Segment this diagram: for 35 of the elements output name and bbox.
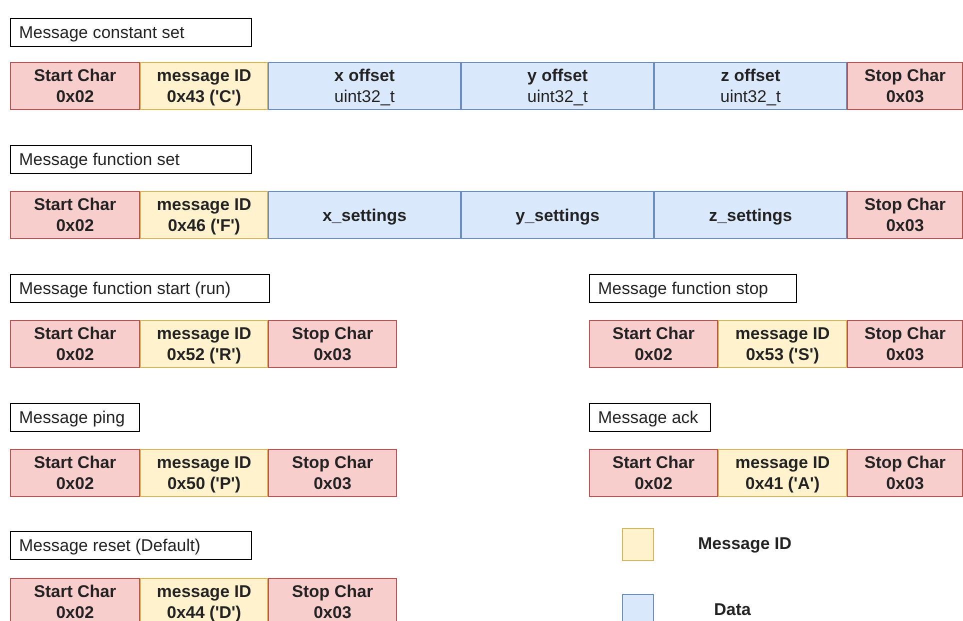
message-title-box: Message reset (Default): [10, 531, 252, 560]
message-title-box: Message function set: [10, 145, 252, 174]
start-char-field: Start Char 0x02: [10, 320, 140, 368]
start-char-field: Start Char 0x02: [10, 191, 140, 239]
message-title-box: Message ack: [589, 403, 711, 432]
message-id-field: message ID 0x52 ('R'): [140, 320, 268, 368]
stop-char-field: Stop Char 0x03: [847, 191, 963, 239]
stop-char-field: Stop Char 0x03: [268, 578, 397, 621]
message-id-field: message ID 0x43 ('C'): [140, 62, 268, 110]
stop-char-field: Stop Char 0x03: [847, 320, 963, 368]
legend-label: Data: [714, 600, 751, 620]
start-char-field: Start Char 0x02: [589, 449, 718, 497]
message-id-field: message ID 0x46 ('F'): [140, 191, 268, 239]
data-field: y offset uint32_t: [461, 62, 654, 110]
start-char-field: Start Char 0x02: [10, 578, 140, 621]
start-char-field: Start Char 0x02: [10, 449, 140, 497]
message-title-box: Message constant set: [10, 18, 252, 47]
data-field: z offset uint32_t: [654, 62, 847, 110]
data-field: x_settings: [268, 191, 461, 239]
message-id-field: message ID 0x50 ('P'): [140, 449, 268, 497]
start-char-field: Start Char 0x02: [589, 320, 718, 368]
stop-char-field: Stop Char 0x03: [847, 449, 963, 497]
message-id-field: message ID 0x53 ('S'): [718, 320, 847, 368]
message-title-box: Message function start (run): [10, 274, 270, 303]
message-title-box: Message function stop: [589, 274, 797, 303]
data-field: y_settings: [461, 191, 654, 239]
start-char-field: Start Char 0x02: [10, 62, 140, 110]
stop-char-field: Stop Char 0x03: [847, 62, 963, 110]
legend-label: Message ID: [698, 534, 792, 554]
data-field: z_settings: [654, 191, 847, 239]
message-title-box: Message ping: [10, 403, 140, 432]
stop-char-field: Stop Char 0x03: [268, 320, 397, 368]
message-id-field: message ID 0x41 ('A'): [718, 449, 847, 497]
stop-char-field: Stop Char 0x03: [268, 449, 397, 497]
data-field: x offset uint32_t: [268, 62, 461, 110]
